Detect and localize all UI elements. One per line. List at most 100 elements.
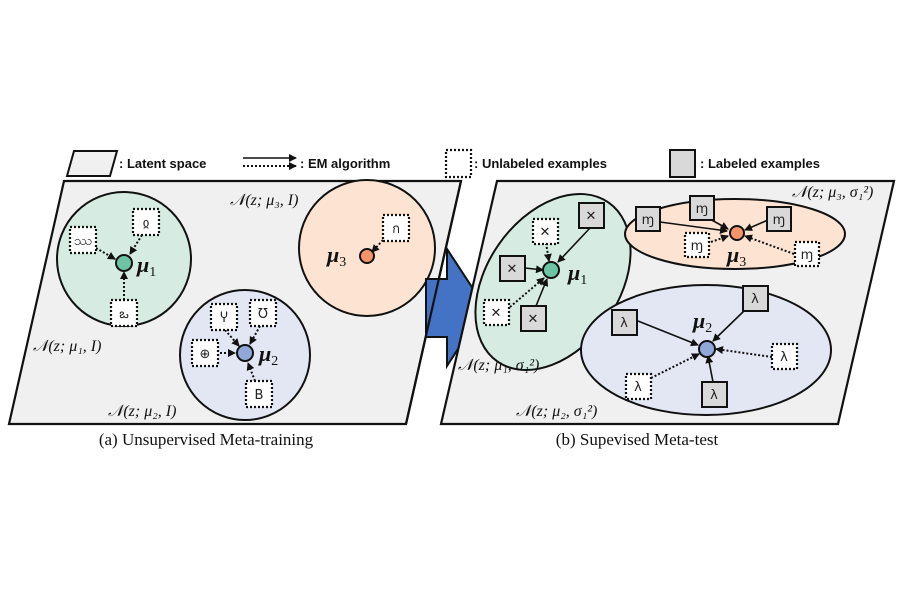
legend-latent-space: : Latent space <box>65 150 206 177</box>
mu3-node-b <box>729 225 745 241</box>
panel-a: ဿ ჲ ఒ μ1 𝒩(z; μ₁, I) Ⴤ Ʊ ⊕ B μ2 <box>7 179 463 449</box>
em-edge <box>509 277 545 308</box>
mu2-node-b <box>698 340 716 358</box>
legend-latent-space-label: : Latent space <box>119 156 206 171</box>
unlabeled-example <box>68 225 98 255</box>
example-glyph: ɱ <box>773 213 786 228</box>
labeled-example <box>766 206 792 232</box>
mu2-label-a: μ2 <box>258 341 278 369</box>
mu3-node-a <box>359 248 375 264</box>
labeled-edge <box>637 320 699 347</box>
mu1-node-b <box>542 261 560 279</box>
em-edge <box>371 239 384 253</box>
labeled-example <box>611 309 638 336</box>
example-glyph: λ <box>620 316 628 331</box>
unlabeled-example <box>683 231 711 259</box>
dist-label-a2: 𝒩(z; μ₂, I) <box>108 403 176 420</box>
caption-a: (a) Unsupervised Meta-training <box>99 430 314 449</box>
example-glyph: ⊕ <box>200 347 211 362</box>
legend-labeled-label: : Labeled examples <box>700 156 820 171</box>
example-glyph: ✕ <box>491 306 502 321</box>
cluster-a3: ก μ3 𝒩(z; μ₃, I) <box>230 179 436 317</box>
example-glyph: ჲ <box>143 216 150 231</box>
unlabeled-example <box>793 240 821 268</box>
example-glyph: λ <box>780 350 788 365</box>
example-glyph: B <box>255 388 264 403</box>
example-glyph: ఒ <box>119 307 129 322</box>
unlabeled-example <box>624 372 653 401</box>
em-edge <box>744 234 795 255</box>
legend-em-algorithm-label: : EM algorithm <box>300 156 390 171</box>
example-glyph: ก <box>392 222 400 237</box>
example-glyph: ✕ <box>586 209 597 224</box>
example-glyph: λ <box>751 292 759 307</box>
em-edge <box>710 234 729 243</box>
labeled-edge <box>712 309 746 342</box>
unlabeled-example <box>770 342 799 371</box>
cluster-a2: Ⴤ Ʊ ⊕ B μ2 𝒩(z; μ₂, I) <box>108 289 311 421</box>
labeled-example <box>578 202 605 229</box>
panel-b: ✕ ✕ ✕ ✕ ✕ μ1 𝒩(z; μ₁, σ₁²) ɱ ɱ <box>439 179 896 449</box>
labeled-swatch-icon <box>669 149 696 178</box>
em-edge <box>715 346 773 358</box>
labeled-edge <box>557 227 591 263</box>
dist-label-b2: 𝒩(z; μ₂, σ₁²) <box>516 403 597 420</box>
em-edge <box>246 362 256 382</box>
unlabeled-example <box>209 302 239 332</box>
dist-label-b3: 𝒩(z; μ₃, σ₁²) <box>792 184 873 201</box>
example-glyph: ɱ <box>801 248 814 263</box>
unlabeled-example <box>248 298 278 328</box>
labeled-example <box>689 195 715 221</box>
example-glyph: ✕ <box>528 312 539 327</box>
em-edge <box>249 325 261 345</box>
dist-label-a1: 𝒩(z; μ₁, I) <box>33 338 101 355</box>
example-glyph: λ <box>634 380 642 395</box>
labeled-example <box>742 285 769 312</box>
em-edge <box>224 329 240 347</box>
example-glyph: ɱ <box>691 239 704 254</box>
panel-a-edge <box>404 180 463 425</box>
unlabeled-swatch-icon <box>444 148 473 179</box>
labeled-example <box>499 255 526 282</box>
labeled-edge <box>535 278 549 307</box>
dist-label-b1: 𝒩(z; μ₁, σ₁²) <box>458 357 539 374</box>
unlabeled-example <box>131 207 161 237</box>
labeled-example <box>520 305 547 332</box>
unlabeled-example <box>482 298 511 327</box>
dist-label-a3: 𝒩(z; μ₃, I) <box>230 192 298 209</box>
labeled-edge <box>524 265 544 274</box>
labeled-example <box>635 206 661 232</box>
mu2-node-a <box>236 344 254 362</box>
latent-space-swatch-icon <box>65 150 119 177</box>
unlabeled-example <box>190 338 220 368</box>
example-glyph: Ʊ <box>258 307 268 322</box>
unlabeled-example <box>244 379 274 409</box>
mu3-label-a: μ3 <box>326 242 346 270</box>
example-glyph: ɱ <box>642 213 655 228</box>
example-glyph: ဿ <box>74 234 92 249</box>
em-edge <box>650 353 700 379</box>
mu3-label-b: μ3 <box>726 242 746 270</box>
labeled-edge <box>705 355 714 383</box>
unlabeled-example <box>109 298 139 328</box>
mu2-label-b: μ2 <box>692 308 712 336</box>
caption-b: (b) Supevised Meta-test <box>556 430 719 449</box>
legend-em-algorithm: : EM algorithm <box>243 154 390 171</box>
legend-unlabeled: : Unlabeled examples <box>444 148 607 179</box>
legend-labeled: : Labeled examples <box>669 149 820 178</box>
unlabeled-example <box>531 217 560 246</box>
legend-unlabeled-label: : Unlabeled examples <box>474 156 607 171</box>
mu1-label-b: μ1 <box>567 260 587 288</box>
legend: : Latent space : EM algorithm : Unlabele… <box>65 148 820 179</box>
cluster-a1: ဿ ჲ ఒ μ1 𝒩(z; μ₁, I) <box>33 191 192 355</box>
unlabeled-example <box>381 213 411 243</box>
cluster-b3: ɱ ɱ ɱ ɱ ɱ μ3 𝒩(z; μ₃, σ₁²) <box>624 184 873 270</box>
example-glyph: λ <box>710 388 718 403</box>
labeled-edge <box>659 221 728 235</box>
example-glyph: ✕ <box>540 225 551 240</box>
example-glyph: Ⴤ <box>220 311 228 326</box>
labeled-edge <box>744 219 769 231</box>
cluster-b2: λ λ λ λ λ μ2 𝒩(z; μ₂, σ₁²) <box>516 284 832 420</box>
example-glyph: ✕ <box>507 262 518 277</box>
example-glyph: ɱ <box>696 202 709 217</box>
